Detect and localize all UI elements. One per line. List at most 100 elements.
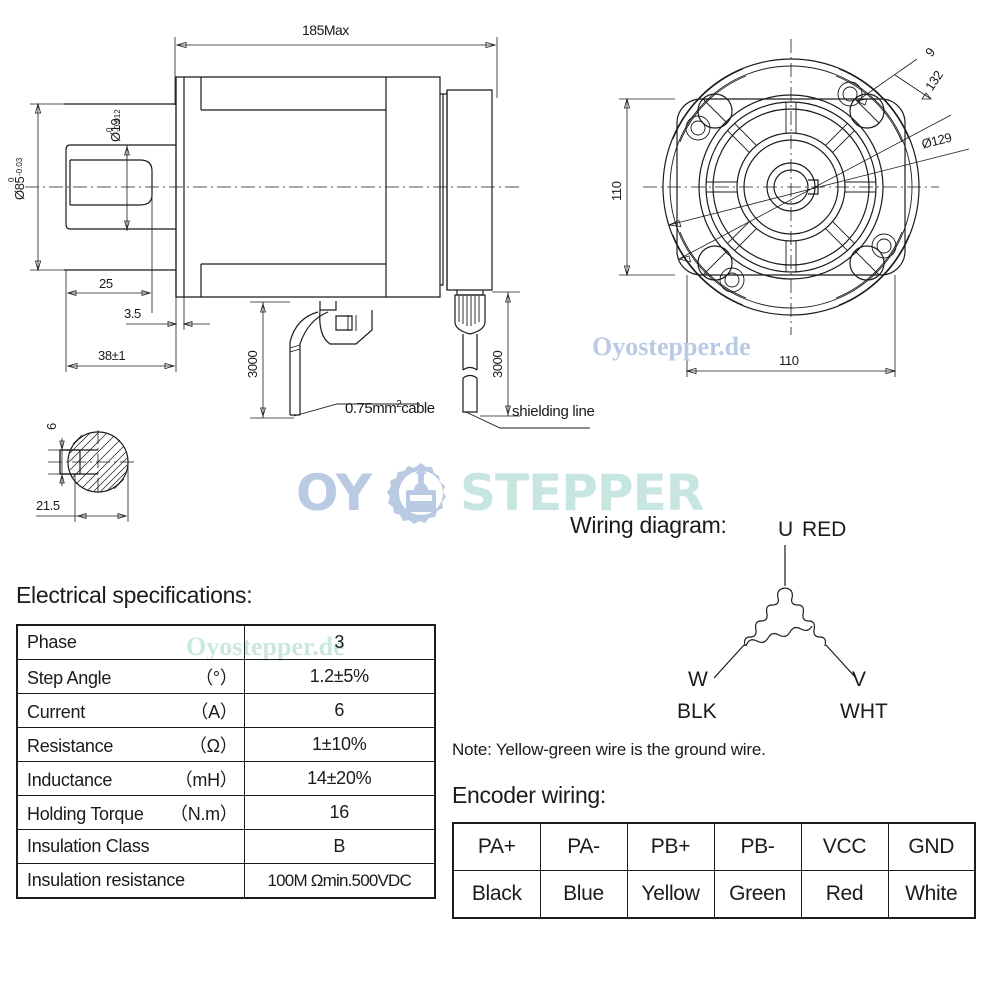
front-view-group: 110 110 bbox=[609, 39, 970, 377]
dim-key-21-5: 21.5 bbox=[36, 462, 129, 522]
dim-label-front-height: 110 bbox=[609, 181, 624, 201]
wiring-delta-diagram bbox=[713, 545, 857, 679]
dim-110-horizontal: 110 bbox=[685, 275, 897, 377]
wiring-label-w-color: BLK bbox=[677, 700, 717, 723]
dim-25: 25 bbox=[65, 187, 153, 313]
spec-parameter-value: B bbox=[243, 829, 436, 864]
label-cable: 0.75mm2cable bbox=[345, 399, 435, 417]
dim-label-shaft-dia: Ø19 bbox=[108, 118, 123, 142]
table-row: Phase 3 bbox=[16, 624, 436, 660]
dim-label-25: 25 bbox=[99, 276, 113, 291]
dim-185max bbox=[174, 37, 498, 105]
encoder-color-cell: Blue bbox=[539, 870, 628, 919]
wiring-label-v: V bbox=[852, 668, 867, 691]
table-row: Insulation Class B bbox=[16, 829, 436, 864]
encoder-signal-cell: PB+ bbox=[626, 822, 715, 871]
spec-parameter-unit: （°） bbox=[195, 667, 238, 688]
label-cable-word: cable bbox=[401, 400, 435, 417]
dim-dia85: Ø85 0 -0.03 bbox=[7, 102, 66, 272]
spec-parameter-name: Insulation Class bbox=[27, 836, 150, 856]
spec-row-label: Step Angle （°） bbox=[16, 659, 245, 694]
table-row: Resistance （Ω）1±10% bbox=[16, 727, 436, 762]
encoder-signal-cell: PB- bbox=[713, 822, 802, 871]
dim-label-3-5: 3.5 bbox=[124, 306, 141, 321]
wiring-label-u: U bbox=[778, 518, 794, 541]
encoder-signal-cell: PA- bbox=[539, 822, 628, 871]
encoder-color-cell: Yellow bbox=[626, 870, 715, 919]
spec-parameter-name: Inductance bbox=[27, 769, 113, 790]
wiring-label-w: W bbox=[688, 668, 708, 691]
spec-parameter-value: 14±20% bbox=[243, 761, 436, 796]
encoder-color-cell: Green bbox=[713, 870, 802, 919]
dim-key-6: 6 bbox=[44, 423, 74, 486]
wiring-diagram-heading: Wiring diagram: bbox=[570, 512, 727, 538]
spec-parameter-name: Phase bbox=[27, 632, 77, 652]
dim-label-flange-tol-upper: 0 bbox=[7, 177, 16, 182]
encoder-color-cell: Red bbox=[800, 870, 889, 919]
spec-parameter-value: 3 bbox=[243, 624, 436, 660]
spec-parameter-unit: （mH） bbox=[174, 769, 238, 790]
wiring-label-u-color: RED bbox=[802, 518, 847, 541]
ground-wire-note: Note: Yellow-green wire is the ground wi… bbox=[452, 740, 766, 759]
table-row: Insulation resistance 100M Ωmin.500VDC bbox=[16, 863, 436, 899]
label-cable-size: 0.75mm bbox=[345, 400, 397, 417]
table-row: Inductance （mH）14±20% bbox=[16, 761, 436, 796]
encoder-signal-cell: PA+ bbox=[452, 822, 541, 871]
encoder-signal-cell: GND bbox=[887, 822, 976, 871]
spec-parameter-unit: （A） bbox=[190, 701, 238, 722]
encoder-color-cell: Black bbox=[452, 870, 541, 919]
encoder-signal-cell: VCC bbox=[800, 822, 889, 871]
spec-row-label: Holding Torque（N.m） bbox=[16, 795, 245, 830]
spec-row-label: Phase bbox=[16, 624, 245, 660]
dim-label-length: 185Max bbox=[302, 22, 349, 38]
spec-row-label: Resistance （Ω） bbox=[16, 727, 245, 762]
dim-label-shaft-tol-upper: 0 bbox=[105, 127, 114, 132]
dim-label-flange-dia: Ø85 bbox=[12, 176, 27, 200]
dim-label-cable-len-right: 3000 bbox=[490, 351, 505, 378]
dim-dia19: Ø19 0 -0.012 bbox=[105, 109, 130, 231]
encoder-color-cell: White bbox=[887, 870, 976, 919]
spec-row-label: Inductance （mH） bbox=[16, 761, 245, 796]
spec-parameter-name: Insulation resistance bbox=[27, 870, 185, 890]
side-view-group: Ø85 0 -0.03 Ø19 0 -0.012 25 bbox=[7, 37, 590, 429]
table-row: Step Angle（°）1.2±5% bbox=[16, 659, 436, 694]
dim-label-cable-len-left: 3000 bbox=[245, 351, 260, 378]
spec-parameter-value: 1±10% bbox=[243, 727, 436, 762]
dim-38: 38±1 bbox=[65, 300, 177, 372]
spec-parameter-unit: （N.m） bbox=[170, 803, 238, 824]
dim-label-front-width: 110 bbox=[779, 353, 799, 368]
spec-row-label: Insulation Class bbox=[16, 829, 245, 864]
spec-parameter-unit: （Ω） bbox=[188, 735, 238, 756]
dim-cable-3000-left: 3000 bbox=[245, 301, 294, 419]
leader-dia129 bbox=[667, 148, 970, 227]
dim-3-5: 3.5 bbox=[124, 297, 210, 330]
dim-label-38: 38±1 bbox=[98, 348, 125, 363]
spec-row-label: Current （A） bbox=[16, 693, 245, 728]
dim-110-vertical: 110 bbox=[609, 97, 675, 277]
label-shielding-line: shielding line bbox=[512, 403, 595, 420]
encoder-wiring-heading: Encoder wiring: bbox=[452, 782, 607, 808]
leader-hole-9 bbox=[855, 58, 932, 106]
dim-cable-3000-right: 3000 bbox=[480, 291, 520, 417]
spec-parameter-name: Step Angle bbox=[27, 667, 112, 688]
spec-parameter-value: 100M Ωmin.500VDC bbox=[243, 863, 436, 899]
label-cable-exponent: 2 bbox=[396, 399, 402, 410]
dim-label-key-depth: 21.5 bbox=[36, 498, 60, 513]
shaft-section-detail: 6 21.5 bbox=[36, 423, 136, 522]
spec-parameter-value: 16 bbox=[243, 795, 436, 830]
dim-label-flange-tol-lower: -0.03 bbox=[15, 157, 24, 176]
table-row: Holding Torque（N.m）16 bbox=[16, 795, 436, 830]
dim-label-key-width: 6 bbox=[44, 423, 59, 430]
dim-label-shaft-tol-lower: -0.012 bbox=[113, 109, 122, 132]
spec-parameter-name: Resistance bbox=[27, 735, 114, 756]
spec-parameter-value: 6 bbox=[243, 693, 436, 728]
spec-row-label: Insulation resistance bbox=[16, 863, 245, 899]
spec-parameter-name: Current bbox=[27, 701, 85, 722]
